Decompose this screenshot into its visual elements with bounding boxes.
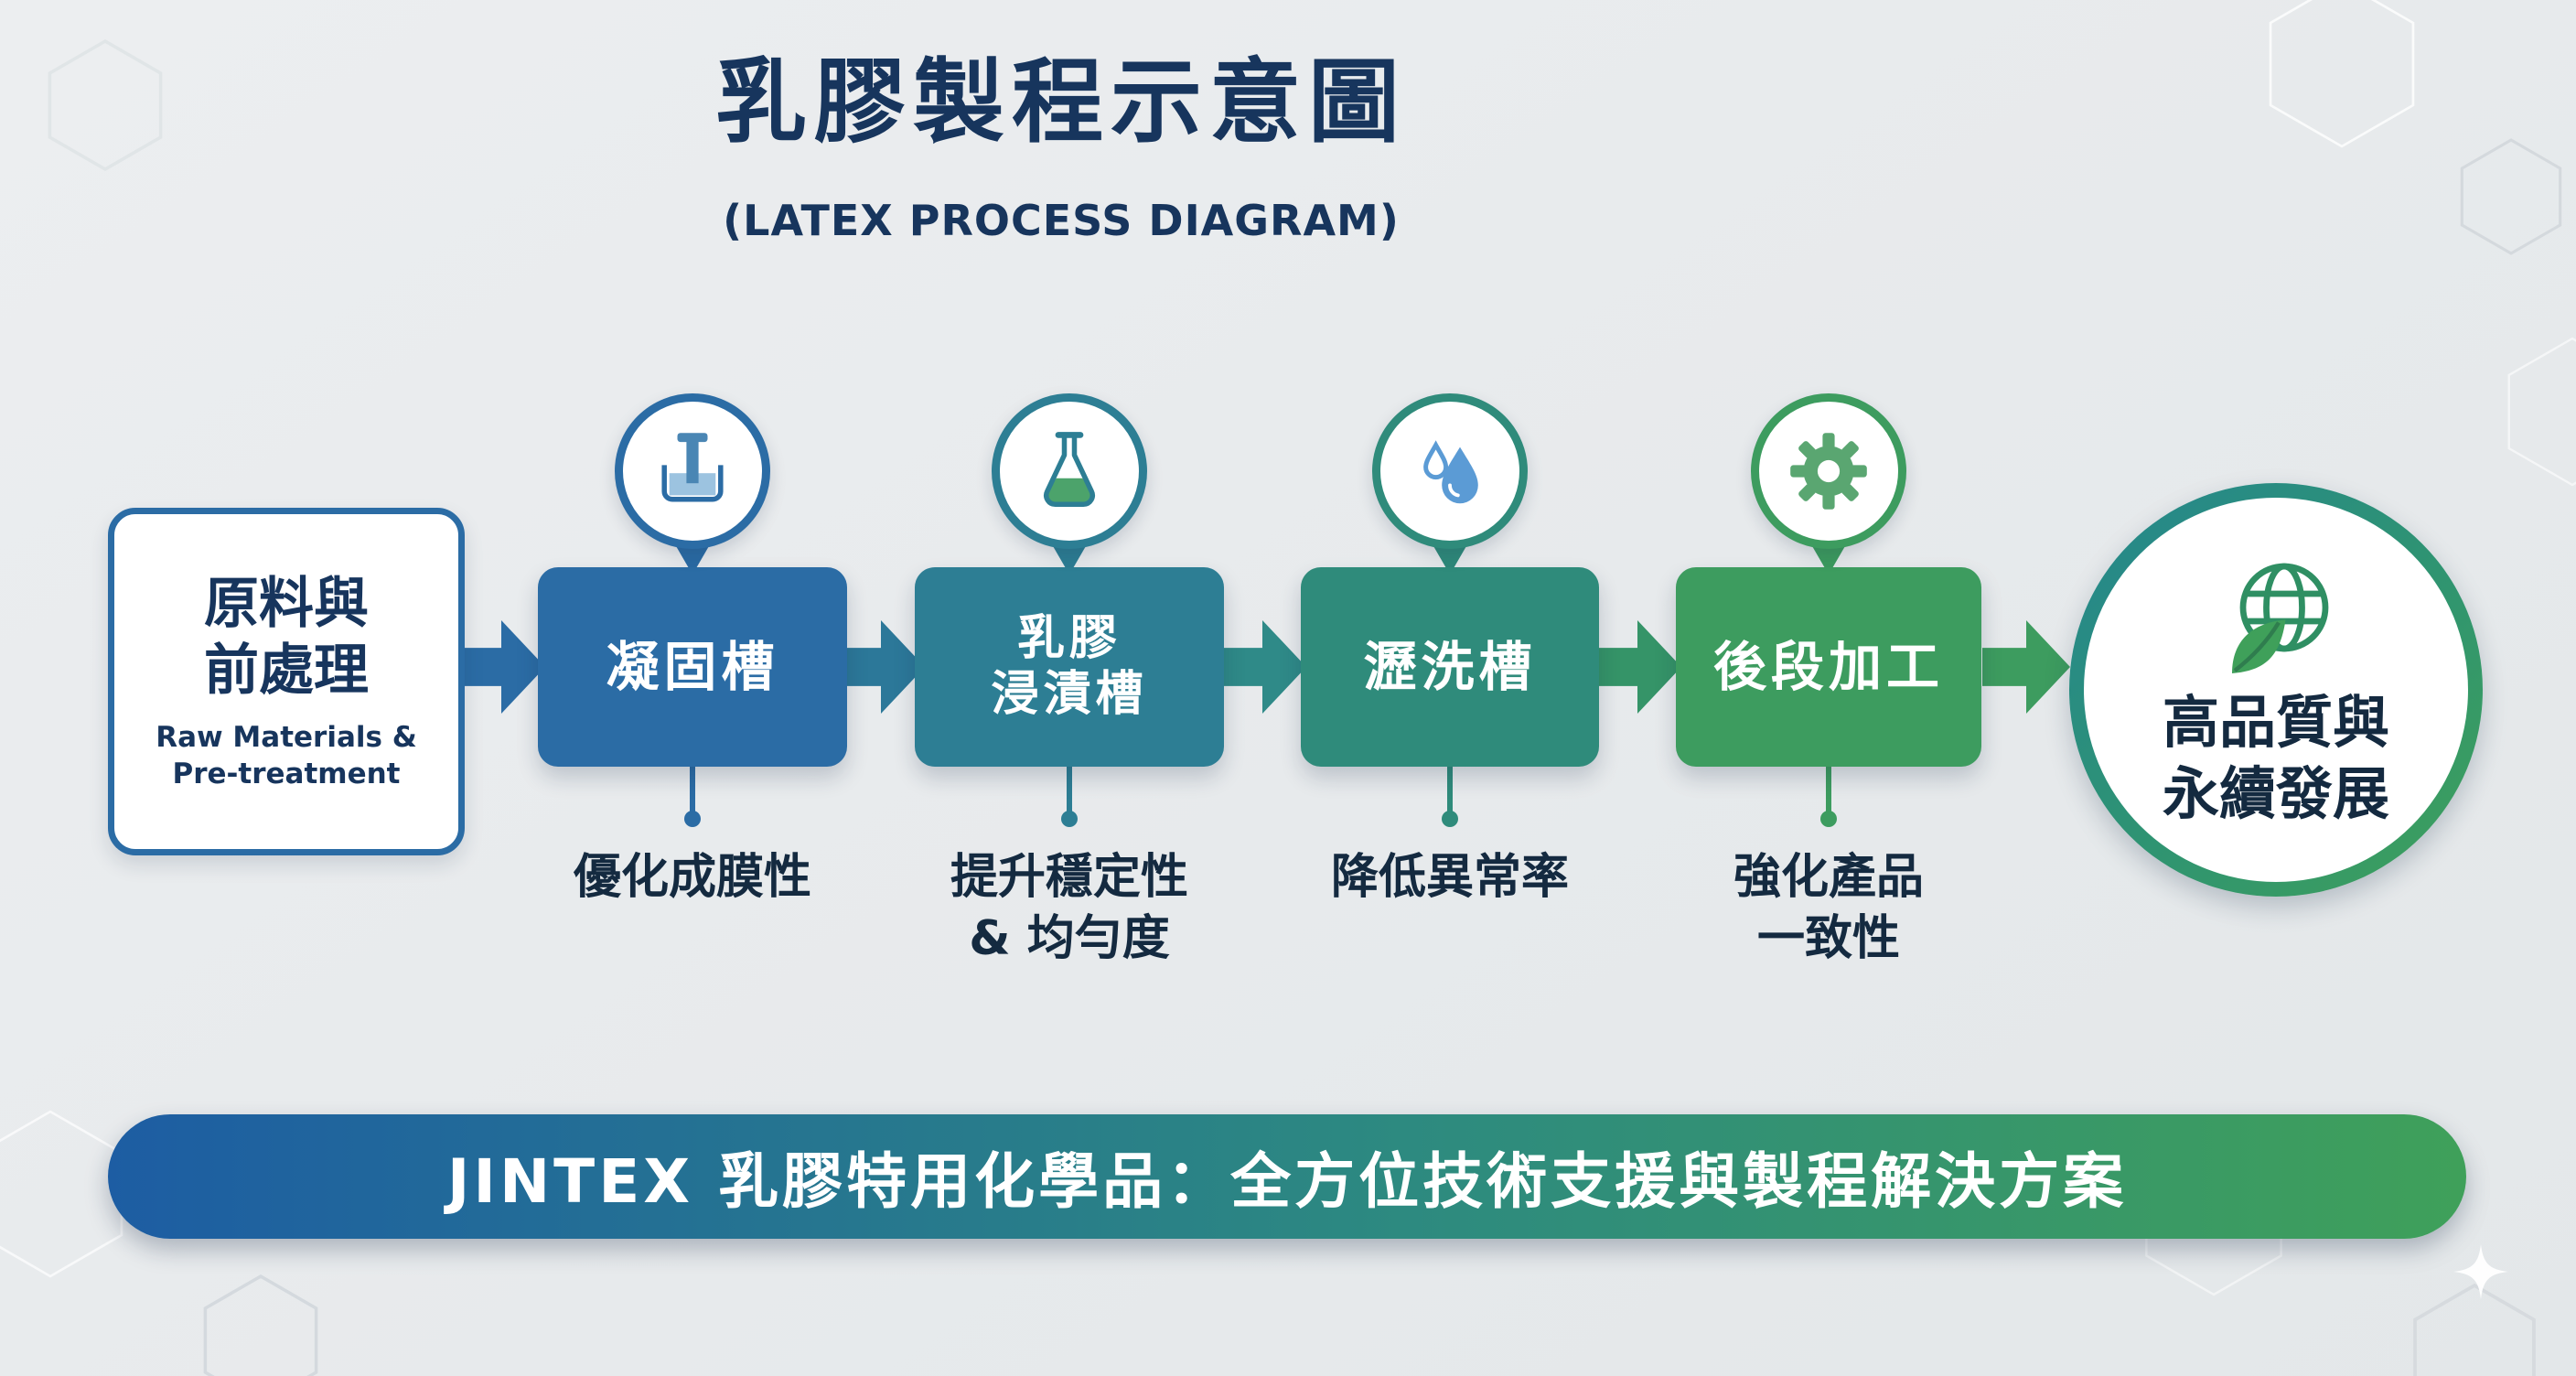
note-connector-dot [1061, 811, 1078, 827]
dipping-mold-icon [661, 433, 724, 502]
end-node-inner: 高品質與 永續發展 [2084, 498, 2468, 882]
note-connector-line [1826, 767, 1831, 816]
page-title: 乳膠製程示意圖 [715, 48, 1407, 156]
step-icon-circle-post-processing [1751, 393, 1906, 549]
note-connector-line [690, 767, 695, 816]
step-icon-circle-dipping [992, 393, 1147, 549]
banner-text: JINTEX 乳膠特用化學品：全方位技術支援與製程解決方案 [446, 1146, 2128, 1217]
process-box-post-processing: 後段加工 [1676, 567, 1981, 767]
end-node-sustainability: 高品質與 永續發展 [2069, 483, 2483, 897]
start-node-title: 原料與 前處理 [204, 571, 369, 703]
water-drops-icon [1423, 440, 1478, 504]
step-note-post-processing: 強化產品 一致性 [1733, 850, 1924, 966]
note-connector-line [1067, 767, 1072, 816]
gear-icon [1790, 433, 1867, 510]
start-node-subtitle: Raw Materials & Pre-treatment [156, 720, 417, 791]
leaf-globe-icon [2232, 563, 2329, 673]
step-note-dipping: 提升穩定性 & 均勻度 [950, 850, 1188, 966]
step-note-rinsing: 降低異常率 [1330, 850, 1569, 905]
process-box-latex-dipping-tank: 乳膠 浸漬槽 [915, 567, 1224, 767]
note-connector-dot [1442, 811, 1458, 827]
process-box-coagulation-tank: 凝固槽 [538, 567, 847, 767]
step-icon-circle-rinsing [1372, 393, 1528, 549]
page-subtitle: (LATEX PROCESS DIAGRAM) [723, 196, 1400, 245]
note-connector-line [1447, 767, 1453, 816]
start-node-raw-materials: 原料與 前處理 Raw Materials & Pre-treatment [108, 508, 465, 855]
sparkle-icon [2453, 1244, 2508, 1299]
step-icon-circle-coagulation [615, 393, 770, 549]
process-box-rinsing-tank: 瀝洗槽 [1301, 567, 1599, 767]
flask-icon [1044, 432, 1095, 508]
end-node-label: 高品質與 永續發展 [2162, 688, 2389, 827]
step-note-coagulation: 優化成膜性 [573, 850, 811, 905]
bottom-banner: JINTEX 乳膠特用化學品：全方位技術支援與製程解決方案 [108, 1114, 2466, 1239]
note-connector-dot [684, 811, 701, 827]
note-connector-dot [1820, 811, 1837, 827]
